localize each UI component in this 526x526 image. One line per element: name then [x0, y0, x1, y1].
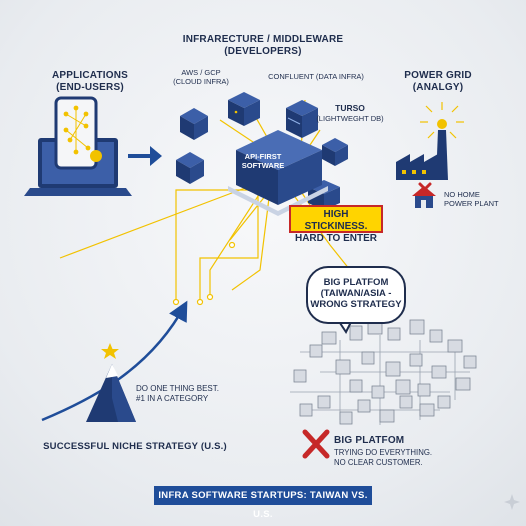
big-platform-line1: TRYING DO EVERYTHING. [334, 448, 433, 457]
big-platform-speech-bubble: BIG PLATFOM (TAIWAN/ASIA - WRONG STRATEG… [306, 266, 406, 324]
laptop-phone-illustration [24, 96, 132, 196]
applications-title: APPLICATIONS [51, 70, 129, 81]
api-first-sublabel: SOFTWARE [241, 161, 285, 170]
red-x-icon-small [418, 182, 432, 196]
api-first-label: API-FIRST [244, 152, 282, 161]
power-grid-title: POWER GRID [404, 70, 472, 81]
aws-label: AWS / GCP [181, 68, 221, 77]
no-power-plant-label: POWER PLANT [444, 199, 499, 208]
niche-description-line1: DO ONE THING BEST. [136, 384, 219, 393]
server-cube-3 [286, 100, 318, 138]
server-cube-1 [180, 108, 208, 140]
red-x-icon [302, 429, 330, 459]
sparkle-icon [504, 494, 520, 510]
high-stickiness-callout: HIGH STICKINESS. HARD TO ENTER [289, 205, 383, 244]
power-grid-subtitle: (ANALGY) [412, 82, 464, 93]
big-platform-line2: NO CLEAR CUSTOMER. [334, 458, 423, 467]
bubble-line1: BIG PLATFOM [323, 277, 389, 288]
server-cube-4 [176, 152, 204, 184]
high-stickiness-line2: HARD TO ENTER [294, 233, 378, 244]
niche-strategy-caption: SUCCESSFUL NICHE STRATEGY (U.S.) [43, 441, 227, 452]
server-cube-5 [322, 138, 348, 166]
api-first-box [228, 130, 328, 216]
mountain-illustration [86, 343, 136, 422]
bubble-line3: WRONG STRATEGY [310, 299, 402, 310]
turso-label: TURSO [335, 103, 365, 113]
turso-sublabel: (LIGHTWEGHT DB) [316, 114, 384, 123]
growth-arrow [41, 300, 188, 422]
header-title: INFRARECTURE / MIDDLEWARE [182, 34, 344, 45]
aws-sublabel: (CLOUD INFRA) [173, 77, 229, 86]
high-stickiness-line1: HIGH STICKINESS. [304, 209, 368, 232]
flow-arrow [128, 146, 162, 166]
confluent-label: CONFLUENT (DATA INFRA) [268, 72, 364, 81]
power-plant-illustration [396, 102, 464, 180]
header-subtitle: (DEVELOPERS) [224, 46, 302, 57]
sprawling-platform-illustration [290, 319, 477, 425]
no-home-label: NO HOME [444, 190, 480, 199]
server-cube-2 [228, 92, 260, 126]
niche-description-line2: #1 IN A CATEGORY [136, 394, 209, 403]
big-platform-title: BIG PLATFOM [334, 435, 405, 446]
bubble-line2: (TAIWAN/ASIA - [320, 288, 392, 299]
footer-banner: INFRA SOFTWARE STARTUPS: TAIWAN VS. U.S. [154, 486, 372, 520]
applications-subtitle: (END-USERS) [56, 82, 124, 93]
